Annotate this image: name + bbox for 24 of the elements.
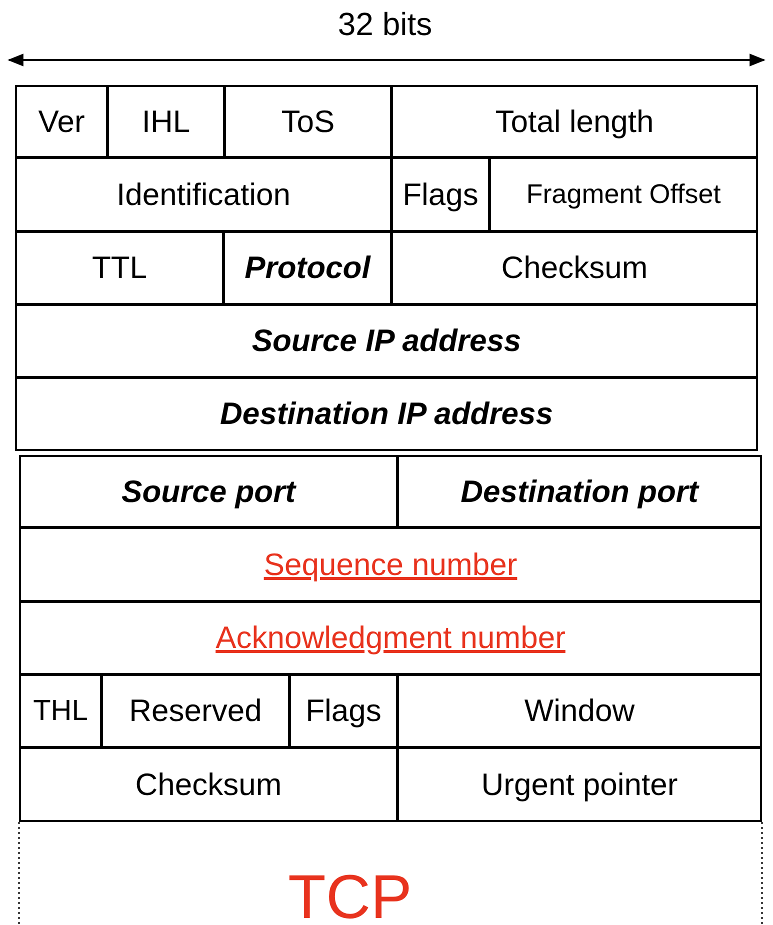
header-field: Window: [397, 674, 762, 748]
header-field: THL: [19, 674, 102, 748]
header-field: Fragment Offset: [489, 157, 758, 232]
header-field: ToS: [224, 85, 392, 158]
header-field: Urgent pointer: [397, 747, 762, 822]
header-field: Acknowledgment number: [19, 601, 762, 675]
header-field: TTL: [15, 231, 224, 305]
header-field: Sequence number: [19, 527, 762, 602]
header-field: Source port: [19, 455, 398, 528]
header-field: Identification: [15, 157, 392, 232]
header-field: Flags: [391, 157, 490, 232]
header-field: Destination IP address: [15, 377, 758, 451]
header-field: IHL: [107, 85, 225, 158]
width-label: 32 bits: [338, 6, 432, 43]
protocol-label: TCP: [288, 862, 412, 925]
header-field: Source IP address: [15, 304, 758, 378]
header-field: Destination port: [397, 455, 762, 528]
header-field: Checksum: [19, 747, 398, 822]
header-field: Total length: [391, 85, 758, 158]
header-field: Ver: [15, 85, 108, 158]
header-field: Reserved: [101, 674, 290, 748]
header-field: Checksum: [391, 231, 758, 305]
header-field: Protocol: [223, 231, 392, 305]
header-field: Flags: [289, 674, 398, 748]
